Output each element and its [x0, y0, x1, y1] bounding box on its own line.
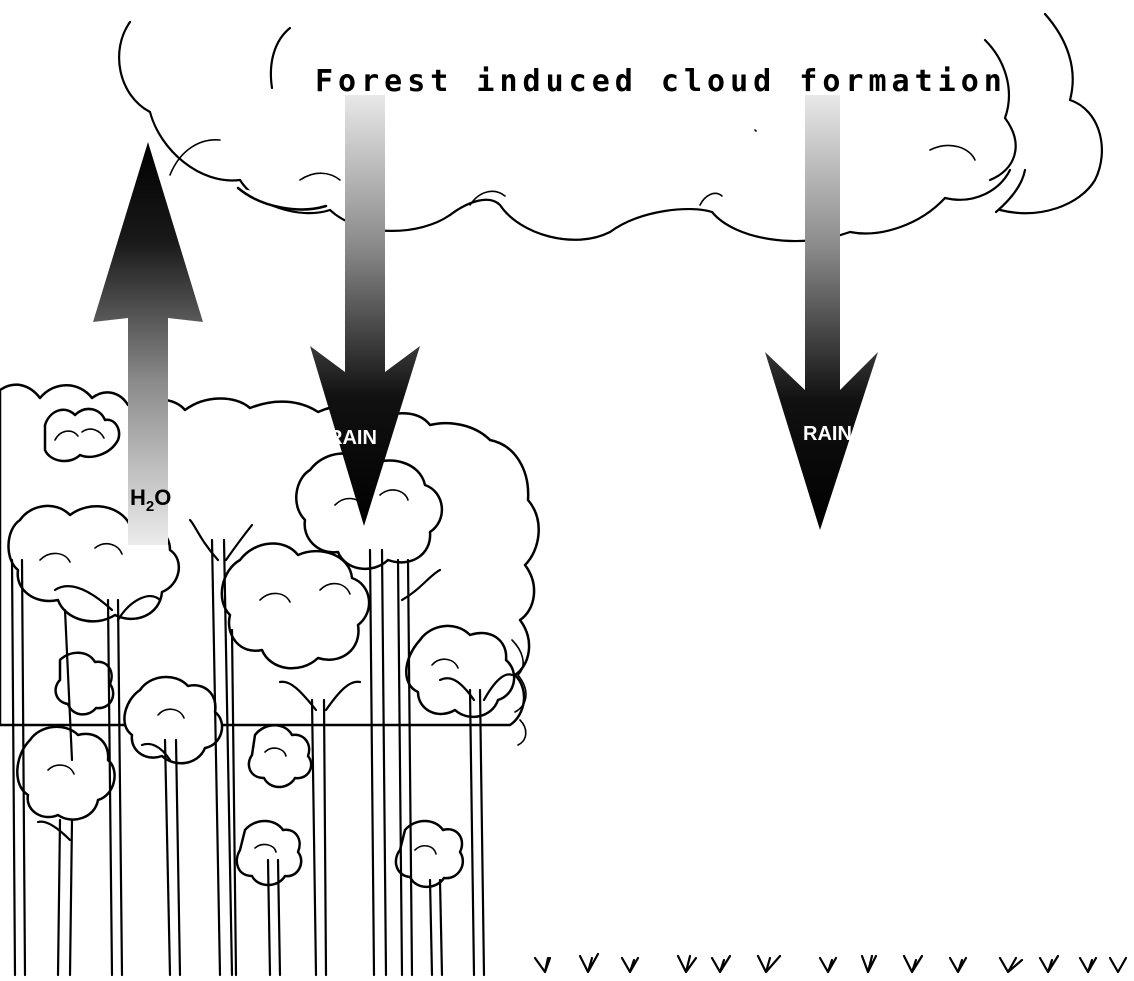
- rain-arrow-grassland: [765, 95, 878, 530]
- diagram-title: Forest induced cloud formation: [315, 64, 1007, 99]
- rain-cloud: [119, 14, 1102, 241]
- forest: [0, 385, 539, 975]
- rain-label-forest: RAIN: [328, 427, 377, 449]
- rain-label-grassland: RAIN: [803, 423, 852, 445]
- grassland: [535, 954, 1126, 972]
